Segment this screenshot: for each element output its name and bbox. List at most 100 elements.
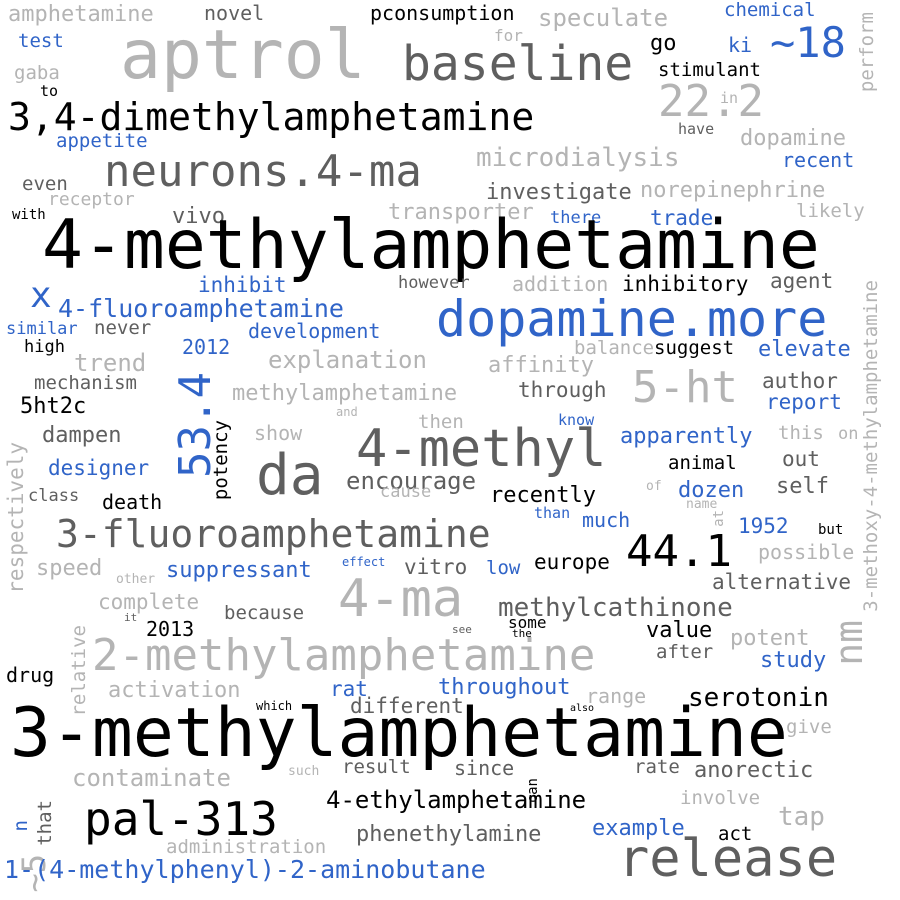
cloud-word: complete [98,590,200,614]
cloud-word: possible [758,540,855,564]
cloud-word: dampen [42,423,122,448]
cloud-word: europe [534,550,610,574]
cloud-word: much [582,508,631,532]
cloud-word: perform [856,12,878,93]
cloud-word: speed [36,556,103,581]
cloud-word: 22.2 [658,76,764,127]
cloud-word: pconsumption [370,1,515,25]
cloud-word: self [776,474,829,499]
cloud-word: involve [680,787,761,809]
cloud-word: recent [782,148,855,172]
cloud-word: 3-methylamphetamine [10,694,788,773]
cloud-word: likely [796,200,865,222]
cloud-word: even [22,173,68,195]
cloud-word: high [24,337,65,357]
cloud-word: value [646,618,713,643]
cloud-word: on [838,424,859,444]
cloud-word: release [618,829,838,889]
cloud-word: report [766,390,842,414]
cloud-word: transporter [388,200,534,225]
cloud-word: administration [166,836,327,858]
cloud-word: anorectic [694,758,814,783]
cloud-word: balance [574,337,655,359]
cloud-word: mechanism [34,372,137,394]
cloud-word: know [558,411,595,429]
cloud-word: novel [204,1,265,25]
cloud-word: dopamine [740,126,846,151]
cloud-word: stimulant [658,59,761,81]
cloud-word: because [224,602,305,624]
cloud-word: 4-methylamphetamine [42,206,820,285]
cloud-word: cause [380,482,432,502]
cloud-word: 5-ht [632,362,738,413]
cloud-word: of [646,479,662,494]
cloud-word: such [288,764,320,779]
cloud-word: dopamine.more [436,290,828,348]
cloud-word: death [102,490,163,514]
cloud-word: phenethylamine [356,822,542,847]
cloud-word: different [350,694,464,718]
cloud-word: 44.1 [626,526,732,577]
cloud-word: other [116,572,156,587]
cloud-word: since [454,756,515,780]
cloud-word: vivo [172,204,225,229]
cloud-word: da [256,443,324,508]
cloud-word: throughout [438,675,571,700]
cloud-word: similar [6,319,78,339]
cloud-word: chemical [724,0,816,21]
cloud-word: this [778,422,824,444]
cloud-word: potent [730,626,810,651]
cloud-word: activation [108,678,241,703]
cloud-word: vitro [404,555,468,579]
cloud-word: in [720,89,739,107]
cloud-word: there [550,208,602,228]
cloud-word: rat [330,677,368,701]
cloud-word: affinity [488,353,594,378]
cloud-word: 2012 [182,335,231,359]
cloud-word: but [818,522,844,538]
cloud-word: amphetamine [8,2,154,27]
cloud-word: investigate [486,180,632,205]
cloud-word: baseline [402,36,634,92]
cloud-word: designer [48,456,150,480]
cloud-word: show [254,421,303,445]
cloud-word: after [656,641,714,663]
cloud-word: name [686,497,718,512]
cloud-word: effect [342,555,386,569]
cloud-word: serotonin [688,683,829,713]
cloud-word: 2013 [146,617,195,641]
cloud-word: tap [778,802,825,832]
cloud-word: at [711,510,727,527]
cloud-word: that [34,800,56,846]
cloud-word: speculate [538,4,669,32]
cloud-word: however [398,273,470,293]
cloud-word: n [10,820,32,832]
cloud-word: gaba [14,62,60,84]
cloud-word: example [592,816,685,841]
cloud-word: addition [512,272,609,296]
cloud-word: low [486,557,521,579]
cloud-word: aptrol [120,16,366,95]
cloud-word: with [12,207,46,223]
cloud-word: microdialysis [476,143,680,173]
cloud-word: give [786,716,832,738]
cloud-word: alternative [712,570,852,594]
cloud-word: 3-fluoroamphetamine [56,512,491,556]
cloud-word: norepinephrine [640,178,826,203]
cloud-word: study [760,648,827,673]
cloud-word: range [586,684,647,708]
cloud-word: 3-methoxy-4-methylamphetamine [860,280,882,612]
cloud-word: than [534,504,571,522]
cloud-word: inhibit [198,273,287,297]
cloud-word: it [124,611,138,624]
cloud-word: drug [6,663,55,687]
cloud-word: trend [74,349,147,377]
cloud-word: never [94,317,152,339]
cloud-word: the [512,627,532,640]
cloud-word: methylamphetamine [232,381,458,406]
cloud-word: potency [210,420,232,501]
cloud-word: appetite [56,130,148,152]
cloud-word: suppressant [166,558,312,583]
cloud-word: animal [668,452,737,474]
cloud-word: for [494,26,523,45]
